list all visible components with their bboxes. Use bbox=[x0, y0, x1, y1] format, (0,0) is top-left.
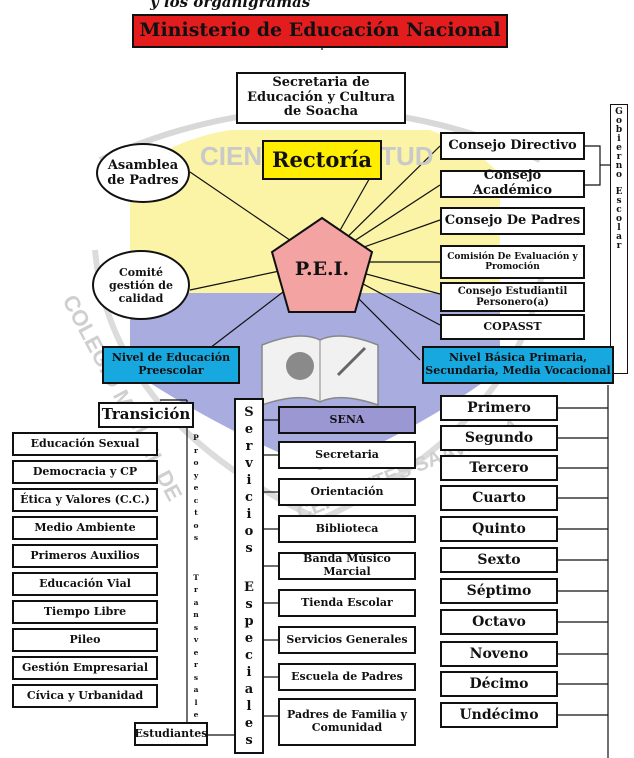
grado-item-label: Décimo bbox=[469, 675, 529, 692]
servicio-item: Tienda Escolar bbox=[278, 589, 416, 617]
comision-evaluacion-label: Comisión De Evaluación y Promoción bbox=[447, 251, 578, 272]
estudiantes-label: Estudiantes bbox=[134, 726, 208, 740]
nivel-preescolar-label: Nivel de Educación Preescolar bbox=[111, 351, 231, 377]
servicio-item: Biblioteca bbox=[278, 515, 416, 543]
nivel-preescolar-box: Nivel de Educación Preescolar bbox=[102, 346, 240, 384]
proyecto-item: Gestión Empresarial bbox=[12, 656, 158, 680]
asamblea-oval: Asamblea de Padres bbox=[96, 143, 190, 203]
pei-label: P.E.I. bbox=[294, 258, 350, 280]
grado-item-label: Séptimo bbox=[466, 582, 532, 599]
grado-item-label: Primero bbox=[467, 399, 531, 416]
grado-item: Décimo bbox=[440, 671, 558, 697]
servicio-item: Escuela de Padres bbox=[278, 663, 416, 691]
grado-item-label: Octavo bbox=[472, 613, 526, 630]
servicio-item: Orientación bbox=[278, 478, 416, 506]
proyecto-item: Educación Sexual bbox=[12, 432, 158, 456]
grado-item: Sexto bbox=[440, 547, 558, 573]
grado-item-label: Quinto bbox=[472, 520, 526, 537]
servicio-item-label: Secretaria bbox=[315, 447, 379, 461]
grado-item: Undécimo bbox=[440, 702, 558, 728]
grado-item-label: Segundo bbox=[464, 429, 534, 446]
ministerio-box: Ministerio de Educación Nacional bbox=[132, 14, 508, 48]
secretaria-label: Secretaria de Educación y Cultura de Soa… bbox=[247, 74, 395, 120]
grado-item-label: Cuarto bbox=[472, 489, 526, 506]
comite-oval: Comité gestión de calidad bbox=[92, 250, 190, 320]
servicio-item: Servicios Generales bbox=[278, 626, 416, 654]
consejo-padres-box: Consejo De Padres bbox=[440, 207, 585, 235]
grado-item: Tercero bbox=[440, 455, 558, 481]
servicio-item-label: Orientación bbox=[310, 484, 384, 498]
proyecto-item: Ética y Valores (C.C.) bbox=[12, 488, 158, 512]
rectoria-label: Rectoría bbox=[272, 146, 372, 172]
proyecto-item-label: Educación Sexual bbox=[30, 436, 140, 450]
asamblea-label: Asamblea de Padres bbox=[107, 158, 179, 188]
proyecto-item: Cívica y Urbanidad bbox=[12, 684, 158, 708]
grado-item-label: Noveno bbox=[469, 645, 529, 662]
proyecto-item-label: Ética y Valores (C.C.) bbox=[20, 492, 150, 506]
proyecto-item: Tiempo Libre bbox=[12, 600, 158, 624]
ministerio-label: Ministerio de Educación Nacional bbox=[139, 19, 501, 42]
grado-item: Noveno bbox=[440, 641, 558, 667]
servicio-item-label: Tienda Escolar bbox=[301, 595, 393, 609]
grado-item: Cuarto bbox=[440, 485, 558, 511]
grado-item: Octavo bbox=[440, 609, 558, 635]
consejo-academico-label: Consejo Académico bbox=[472, 168, 553, 198]
grado-item-label: Tercero bbox=[469, 459, 529, 476]
copasst-label: COPASST bbox=[483, 319, 542, 333]
grado-item-label: Undécimo bbox=[459, 706, 539, 723]
nivel-basica-box: Nivel Básica Primaria, Secundaria, Media… bbox=[422, 346, 614, 384]
rectoria-box: Rectoría bbox=[262, 140, 382, 180]
consejo-estudiantil-box: Consejo Estudiantil Personero(a) bbox=[440, 282, 585, 312]
servicio-item-label: Biblioteca bbox=[315, 521, 379, 535]
proyecto-item-label: Primeros Auxilios bbox=[30, 548, 140, 562]
proyecto-item: Primeros Auxilios bbox=[12, 544, 158, 568]
servicio-item-label: Servicios Generales bbox=[286, 632, 408, 646]
grado-item: Quinto bbox=[440, 516, 558, 542]
proyecto-item-label: Cívica y Urbanidad bbox=[26, 688, 144, 702]
proyecto-item: Medio Ambiente bbox=[12, 516, 158, 540]
proyecto-item-label: Pileo bbox=[69, 632, 101, 646]
proyecto-item: Pileo bbox=[12, 628, 158, 652]
servicio-item: Padres de Familia y Comunidad bbox=[278, 698, 416, 746]
proyecto-item-label: Educación Vial bbox=[39, 576, 131, 590]
proyecto-item-label: Tiempo Libre bbox=[43, 604, 127, 618]
servicio-item-label: SENA bbox=[329, 412, 365, 426]
servicio-item: Secretaria bbox=[278, 441, 416, 469]
transicion-box: Transición bbox=[98, 402, 194, 428]
consejo-directivo-box: Consejo Directivo bbox=[440, 132, 585, 160]
comite-label: Comité gestión de calidad bbox=[109, 265, 173, 305]
grado-item-label: Sexto bbox=[477, 551, 521, 568]
proyecto-item-label: Gestión Empresarial bbox=[21, 660, 149, 674]
secretaria-box: Secretaria de Educación y Cultura de Soa… bbox=[236, 72, 406, 124]
copasst-box: COPASST bbox=[440, 314, 585, 340]
nivel-basica-label: Nivel Básica Primaria, Secundaria, Media… bbox=[425, 351, 611, 377]
comision-evaluacion-box: Comisión De Evaluación y Promoción bbox=[440, 245, 585, 279]
sena-box: SENA bbox=[278, 406, 416, 434]
proyectos-vertical-label: ProyectosTransversales bbox=[193, 433, 199, 731]
proyecto-item-label: Democracia y CP bbox=[32, 464, 138, 478]
grado-item: Séptimo bbox=[440, 578, 558, 604]
servicio-item-label: Padres de Familia y Comunidad bbox=[287, 708, 407, 734]
top-caption: y los organigramas bbox=[150, 0, 311, 11]
servicio-item: Banda Músico Marcial bbox=[278, 552, 416, 580]
transicion-label: Transición bbox=[101, 405, 191, 424]
consejo-padres-label: Consejo De Padres bbox=[444, 212, 581, 228]
consejo-academico-box: Consejo Académico bbox=[440, 168, 585, 198]
consejo-estudiantil-label: Consejo Estudiantil Personero(a) bbox=[457, 285, 568, 309]
proyecto-item-label: Medio Ambiente bbox=[34, 520, 136, 534]
servicio-item-label: Banda Músico Marcial bbox=[303, 552, 391, 578]
grado-item: Segundo bbox=[440, 425, 558, 451]
consejo-directivo-label: Consejo Directivo bbox=[448, 137, 577, 153]
proyecto-item: Democracia y CP bbox=[12, 460, 158, 484]
pei-pentagon bbox=[270, 216, 374, 313]
servicio-item-label: Escuela de Padres bbox=[291, 669, 403, 683]
proyecto-item: Educación Vial bbox=[12, 572, 158, 596]
estudiantes-box: Estudiantes bbox=[134, 722, 208, 746]
grado-item: Primero bbox=[440, 395, 558, 421]
